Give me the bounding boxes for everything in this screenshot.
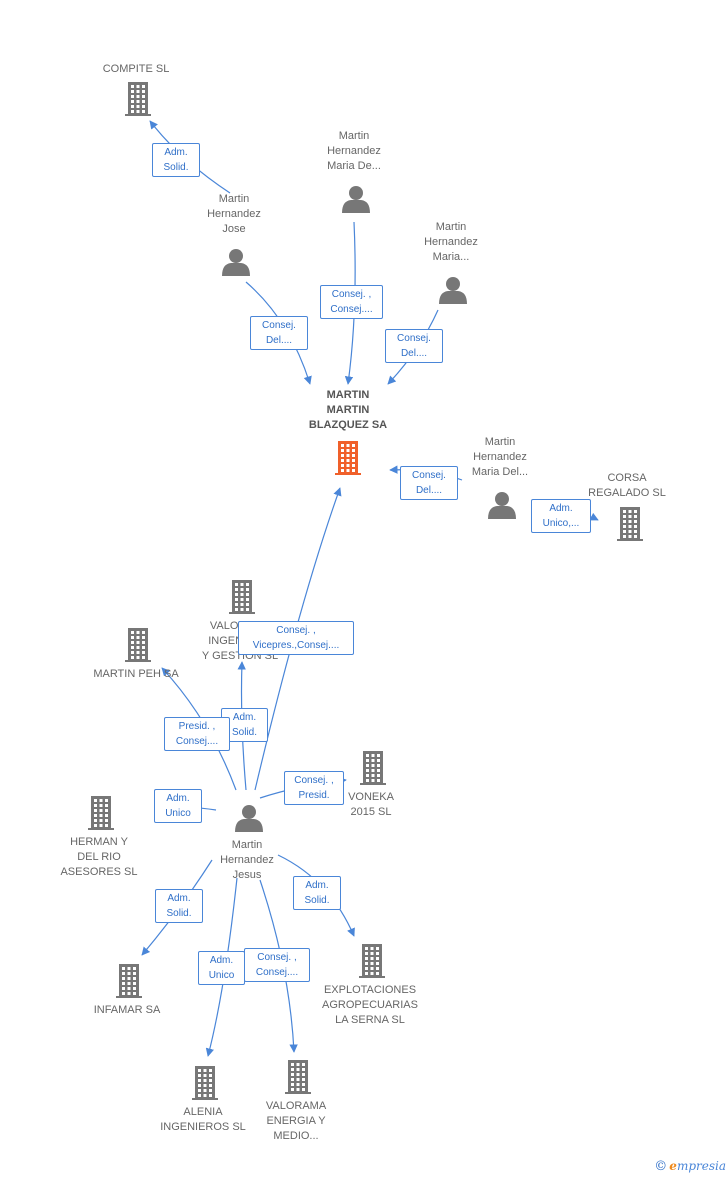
node-label-p-mdel[interactable]: Martin Hernandez Maria Del... bbox=[471, 436, 529, 478]
node-label-p-jose[interactable]: Martin Hernandez Jose bbox=[207, 193, 261, 235]
building-icon-corsa[interactable] bbox=[617, 507, 643, 541]
edge-label-p-mdel-to-corsa[interactable]: Adm. Unico,... bbox=[531, 499, 591, 533]
edge-label-p-jesus-to-martin-peh[interactable]: Presid. , Consej.... bbox=[164, 717, 230, 751]
edge-label-p-mmaria-to-center[interactable]: Consej. Del.... bbox=[385, 329, 443, 363]
edge-label-p-mde1-to-center[interactable]: Consej. , Consej.... bbox=[320, 285, 383, 319]
node-label-corsa[interactable]: CORSA REGALADO SL bbox=[588, 472, 666, 499]
node-label-p-mde1[interactable]: Martin Hernandez Maria De... bbox=[327, 130, 381, 172]
edge-p-jesus-to-center bbox=[254, 487, 342, 791]
building-icon-alenia[interactable] bbox=[192, 1066, 218, 1100]
copyright-symbol: © bbox=[654, 1159, 668, 1174]
person-icon-p-mmaria[interactable] bbox=[439, 277, 467, 304]
edge-label-p-jesus-to-infamar[interactable]: Adm. Solid. bbox=[155, 889, 203, 923]
building-icon-martin-peh[interactable] bbox=[125, 628, 151, 662]
edge-label-p-jesus-to-alenia[interactable]: Adm. Unico bbox=[198, 951, 245, 985]
building-icon-explotaciones[interactable] bbox=[359, 944, 385, 978]
person-icon-p-jose[interactable] bbox=[222, 249, 250, 276]
node-label-compite[interactable]: COMPITE SL bbox=[102, 63, 170, 75]
edge-label-p-jesus-to-center[interactable]: Consej. , Vicepres.,Consej.... bbox=[238, 621, 354, 655]
edge-label-p-mdel-to-center[interactable]: Consej. Del.... bbox=[400, 466, 458, 500]
person-icon-p-mde1[interactable] bbox=[342, 186, 370, 213]
person-icon-p-jesus[interactable] bbox=[235, 805, 263, 832]
brand-name: mpresia bbox=[676, 1159, 726, 1173]
building-icon-herman[interactable] bbox=[88, 796, 114, 830]
node-label-voneka[interactable]: VONEKA 2015 SL bbox=[348, 791, 394, 818]
node-label-center[interactable]: MARTIN MARTIN BLAZQUEZ SA bbox=[308, 389, 388, 431]
building-icon-valorama-ing[interactable] bbox=[229, 580, 255, 614]
node-label-alenia[interactable]: ALENIA INGENIEROS SL bbox=[160, 1106, 246, 1133]
building-icon-compite[interactable] bbox=[125, 82, 151, 116]
node-label-p-jesus[interactable]: Martin Hernandez Jesus bbox=[220, 839, 274, 881]
building-icon-valorama-en[interactable] bbox=[285, 1060, 311, 1094]
edge-label-p-jose-to-center[interactable]: Consej. Del.... bbox=[250, 316, 308, 350]
brand-initial: e bbox=[669, 1159, 677, 1173]
node-label-explotaciones[interactable]: EXPLOTACIONES AGROPECUARIAS LA SERNA SL bbox=[322, 984, 418, 1026]
node-label-martin-peh[interactable]: MARTIN PEH SA bbox=[93, 668, 179, 680]
building-icon-infamar[interactable] bbox=[116, 964, 142, 998]
node-label-valorama-en[interactable]: VALORAMA ENERGIA Y MEDIO... bbox=[265, 1100, 327, 1142]
building-icon-voneka[interactable] bbox=[360, 751, 386, 785]
brand-footer: ©empresia bbox=[654, 1159, 726, 1174]
building-icon-center[interactable] bbox=[335, 441, 361, 475]
node-label-p-mmaria[interactable]: Martin Hernandez Maria... bbox=[424, 221, 478, 263]
edge-label-p-jesus-to-herman[interactable]: Adm. Unico bbox=[154, 789, 202, 823]
edge-label-p-jesus-to-voneka[interactable]: Consej. , Presid. bbox=[284, 771, 344, 805]
edge-label-p-jesus-to-explotaciones[interactable]: Adm. Solid. bbox=[293, 876, 341, 910]
edge-label-p-jesus-to-valorama-en[interactable]: Consej. , Consej.... bbox=[244, 948, 310, 982]
node-label-infamar[interactable]: INFAMAR SA bbox=[93, 1004, 161, 1016]
edge-label-p-jose-to-compite[interactable]: Adm. Solid. bbox=[152, 143, 200, 177]
node-label-herman[interactable]: HERMAN Y DEL RIO ASESORES SL bbox=[60, 836, 138, 878]
person-icon-p-mdel[interactable] bbox=[488, 492, 516, 519]
